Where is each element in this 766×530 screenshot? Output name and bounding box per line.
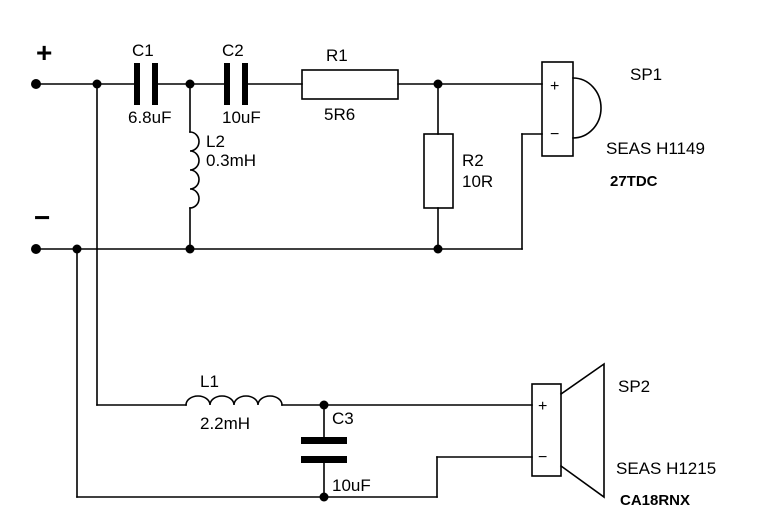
capacitor-c2[interactable]	[224, 63, 248, 105]
resistor-r1[interactable]	[301, 69, 399, 100]
sp1-dome	[572, 77, 602, 139]
sp1-plus: +	[550, 78, 559, 95]
inductor-l1[interactable]	[185, 395, 283, 406]
negative-terminal-label: −	[34, 202, 50, 233]
sp1-model: SEAS H1149	[606, 139, 705, 158]
c2-name: C2	[222, 41, 244, 60]
positive-terminal-dot[interactable]	[31, 79, 41, 89]
sp2-code: CA18RNX	[620, 492, 690, 509]
sp2-terminal-box	[531, 383, 562, 477]
c1-name: C1	[132, 41, 154, 60]
sp2-cone	[559, 362, 605, 499]
sp1-name: SP1	[630, 65, 662, 84]
junction-dot	[319, 400, 329, 410]
capacitor-c1[interactable]	[134, 63, 158, 105]
l1-name: L1	[200, 372, 219, 391]
l2-name: L2	[206, 132, 225, 151]
sp1-code: 27TDC	[610, 173, 658, 190]
negative-terminal-dot[interactable]	[31, 244, 41, 254]
l2-value: 0.3mH	[206, 151, 256, 170]
sp2-model: SEAS H1215	[616, 459, 716, 478]
positive-terminal-label: +	[36, 37, 52, 68]
junction-dot	[319, 492, 329, 502]
junction-dot	[433, 79, 443, 89]
r1-value: 5R6	[324, 105, 355, 124]
l1-value: 2.2mH	[200, 414, 250, 433]
junction-dots	[31, 79, 443, 502]
speaker-sp2[interactable]	[531, 362, 605, 499]
c3-value: 10uF	[332, 476, 371, 495]
r1-name: R1	[326, 46, 348, 65]
sp2-plus: +	[538, 398, 547, 415]
r2-value: 10R	[462, 172, 493, 191]
speaker-sp1[interactable]	[541, 61, 602, 157]
capacitor-c3[interactable]	[301, 437, 347, 463]
junction-dot	[185, 244, 195, 254]
resistor-r2[interactable]	[423, 133, 454, 209]
sp2-minus: −	[538, 449, 547, 466]
c3-name: C3	[332, 409, 354, 428]
sp2-name: SP2	[618, 377, 650, 396]
junction-dot	[433, 244, 443, 254]
sp1-minus: −	[550, 126, 559, 143]
c2-value: 10uF	[222, 108, 261, 127]
inductor-l2[interactable]	[189, 131, 200, 209]
junction-dot	[72, 244, 82, 254]
junction-dot	[92, 79, 102, 89]
c1-value: 6.8uF	[128, 108, 171, 127]
r2-name: R2	[462, 151, 484, 170]
wires	[35, 83, 543, 498]
sp1-terminal-box	[541, 61, 574, 157]
junction-dot	[185, 79, 195, 89]
